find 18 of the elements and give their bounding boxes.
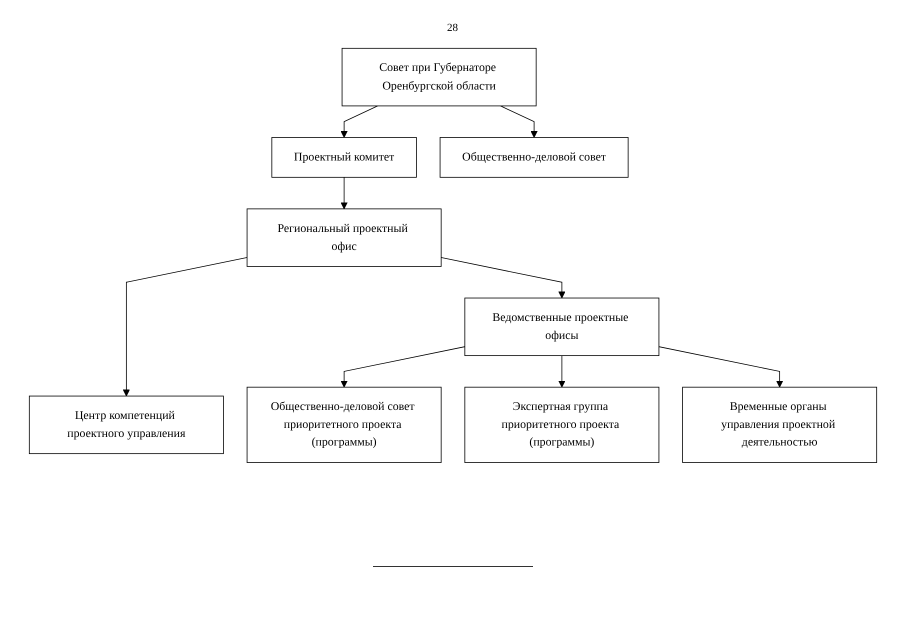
process-box: Временные органы управления проектной деятельностью — [682, 386, 877, 463]
process-box: Проектный комитет — [270, 137, 416, 178]
arrow — [340, 346, 465, 388]
process-box: Экспертная группа приоритетного проекта (программы) — [464, 386, 659, 463]
process-box: Центр компетенций проектного управления — [28, 396, 224, 454]
arrow — [122, 257, 247, 396]
process-box: Совет при Губернаторе Оренбургской области — [341, 48, 536, 106]
process-box: Ведомственные проектные офисы — [464, 298, 659, 356]
process-box: Региональный проектный офис — [246, 208, 442, 267]
page-number: 28 — [447, 22, 458, 34]
arrow — [658, 346, 783, 388]
arrow — [500, 106, 538, 138]
process-box: Общественно-деловой совет приоритетного проекта (программы) — [246, 386, 442, 463]
process-box: Общественно-деловой совет — [439, 137, 628, 178]
arrow — [440, 257, 565, 298]
arrow — [340, 176, 348, 210]
arrow — [558, 355, 565, 388]
arrow — [340, 106, 378, 138]
